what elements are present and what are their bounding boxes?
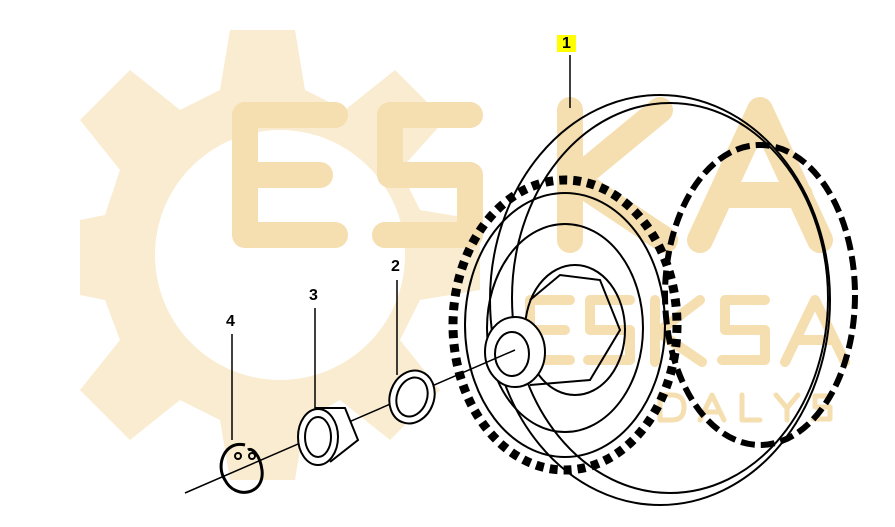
- sealing-ring-drawing: [388, 369, 436, 425]
- callout-part-3[interactable]: 3: [309, 287, 318, 305]
- watermark-logo: [80, 30, 850, 480]
- circlip-drawing: [219, 442, 264, 494]
- callout-part-2[interactable]: 2: [391, 258, 400, 276]
- callout-label: 2: [391, 258, 400, 275]
- bushing-drawing: [297, 407, 360, 466]
- watermark-lettering-secondary: [525, 295, 850, 367]
- callout-part-1[interactable]: 1: [557, 35, 576, 53]
- torque-converter-drawing: [448, 94, 858, 506]
- callout-label: 3: [309, 287, 318, 304]
- callout-label: 1: [557, 35, 576, 52]
- callout-label: 4: [226, 313, 235, 330]
- callout-part-4[interactable]: 4: [226, 313, 235, 331]
